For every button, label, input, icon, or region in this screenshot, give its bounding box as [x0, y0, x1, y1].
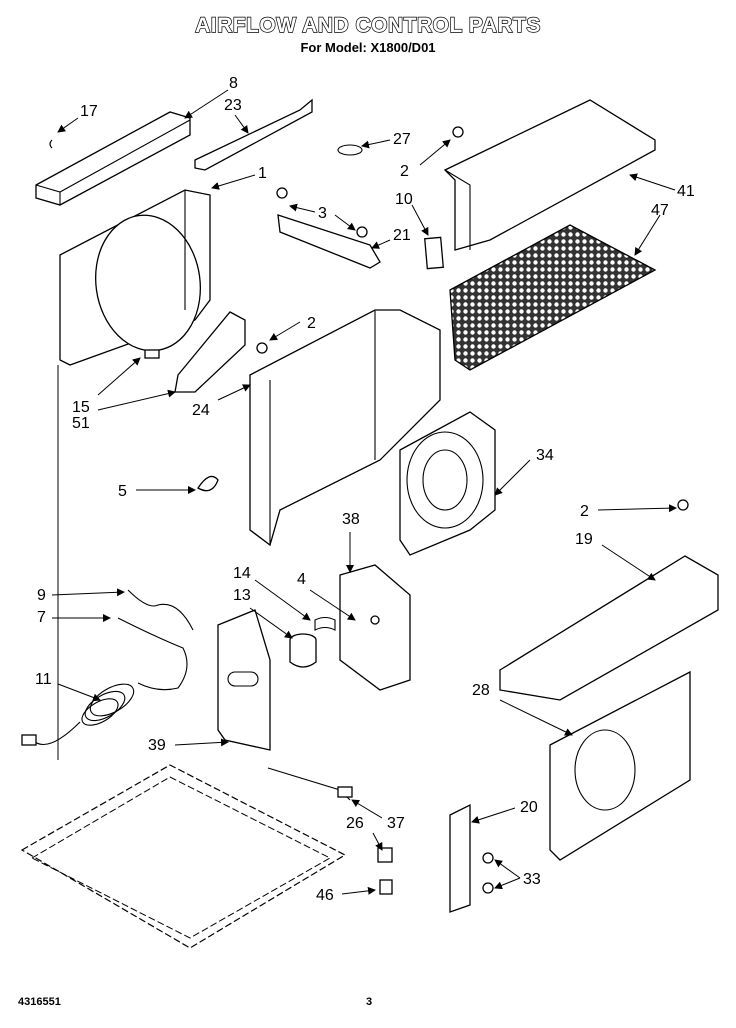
page-number: 3: [366, 996, 373, 1008]
leader-lines: [51, 89, 677, 895]
doc-number: 4316551: [18, 996, 61, 1008]
callout-28: 28: [472, 682, 490, 699]
connector-37: [337, 786, 353, 798]
part-control-panel-39: [217, 609, 271, 751]
callout-23: 23: [224, 97, 242, 114]
part-bracket-38: [339, 564, 411, 691]
callout-39: 39: [148, 737, 166, 754]
callout-19: 19: [575, 531, 593, 548]
callout-14: 14: [233, 565, 251, 582]
part-clip-17: [49, 139, 53, 149]
part-shroud-1: [59, 189, 211, 366]
callout-5: 5: [118, 483, 127, 500]
part-strap-14: [314, 616, 336, 631]
callout-41: 41: [677, 183, 695, 200]
callout-7: 7: [37, 609, 46, 626]
part-housing-24: [249, 309, 441, 547]
part-clip-5: [197, 475, 219, 492]
screw-4: [370, 615, 380, 625]
part-filter-47: [449, 224, 657, 371]
callout-13: 13: [233, 587, 251, 604]
callout-33: 33: [523, 871, 541, 888]
part-base-pan-inner: [30, 776, 332, 939]
part-26: [377, 847, 393, 863]
screw-33b: [482, 882, 494, 894]
screw-2b: [256, 342, 268, 354]
page-title: AIRFLOW AND CONTROL PARTS: [194, 13, 541, 37]
callout-17: 17: [80, 103, 98, 120]
part-rear-panel-28: [549, 670, 691, 861]
part-10: [424, 236, 444, 270]
callout-24: 24: [192, 402, 210, 419]
screw-3b: [356, 226, 368, 238]
part-15: [144, 349, 160, 359]
screw-2a: [452, 126, 464, 138]
callout-labels: 17 8 23 1 27 3 21 2 10 41 47 2 15 51 24 …: [35, 75, 695, 904]
callout-15: 15: [72, 399, 90, 416]
part-46: [379, 879, 393, 895]
part-top-cover-41: [443, 99, 656, 251]
callout-27: 27: [393, 131, 411, 148]
callout-1: 1: [258, 165, 267, 182]
callout-38: 38: [342, 511, 360, 528]
callout-37: 37: [387, 815, 405, 832]
callout-46: 46: [316, 887, 334, 904]
callout-2-mid: 2: [307, 315, 316, 332]
part-ring-27: [337, 144, 363, 156]
part-panel-19: [499, 555, 719, 701]
wire-7: [117, 617, 188, 691]
part-blower-34: [399, 411, 496, 556]
callout-8: 8: [229, 75, 238, 92]
model-subtitle: For Model: X1800/D01: [300, 40, 436, 55]
callout-51: 51: [72, 415, 90, 432]
screw-2c: [677, 499, 689, 511]
callout-3: 3: [318, 205, 327, 222]
callout-9: 9: [37, 587, 46, 604]
screw-3a: [276, 187, 288, 199]
callout-20: 20: [520, 799, 538, 816]
part-bracket-21: [277, 214, 381, 269]
callout-34: 34: [536, 447, 554, 464]
callout-2-top: 2: [400, 163, 409, 180]
wire-9: [127, 589, 194, 631]
part-gasket-23: [194, 98, 313, 171]
callout-47: 47: [651, 202, 669, 219]
part-bracket-20: [449, 803, 471, 913]
callout-26: 26: [346, 815, 364, 832]
part-capacitor-13: [289, 633, 317, 668]
callout-2-right: 2: [580, 503, 589, 520]
callout-11: 11: [35, 671, 52, 688]
part-base-pan: [20, 764, 347, 949]
callout-21: 21: [393, 227, 411, 244]
callout-10: 10: [395, 191, 413, 208]
part-top-rail: [35, 111, 191, 206]
callout-4: 4: [297, 571, 306, 588]
screw-33a: [482, 852, 494, 864]
